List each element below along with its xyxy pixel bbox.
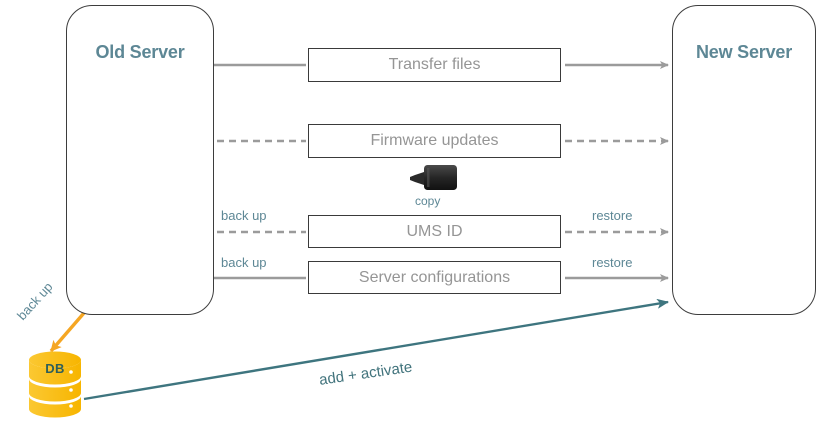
copy-label: copy: [415, 194, 441, 208]
back-up-label-ums-id: back up: [221, 208, 267, 223]
usb-stick-icon: [410, 165, 457, 190]
transfer-files-box[interactable]: Transfer files: [308, 48, 561, 82]
restore-label-ums-id: restore: [592, 208, 633, 223]
firmware-updates-box[interactable]: Firmware updates: [308, 124, 561, 158]
old-server-title: Old Server: [95, 42, 185, 62]
new-server-title: New Server: [695, 42, 793, 62]
add-activate-arrow: [83, 298, 669, 401]
new-server-container: New Server: [672, 5, 816, 315]
database-label: DB: [45, 361, 65, 376]
old-server-container: Old Server: [66, 5, 214, 315]
restore-label-server-config: restore: [592, 255, 633, 270]
server-configurations-box[interactable]: Server configurations: [308, 261, 561, 294]
ums-id-box[interactable]: UMS ID: [308, 215, 561, 248]
database-cylinder-icon: [29, 351, 81, 418]
back-up-label-server-config: back up: [221, 255, 267, 270]
